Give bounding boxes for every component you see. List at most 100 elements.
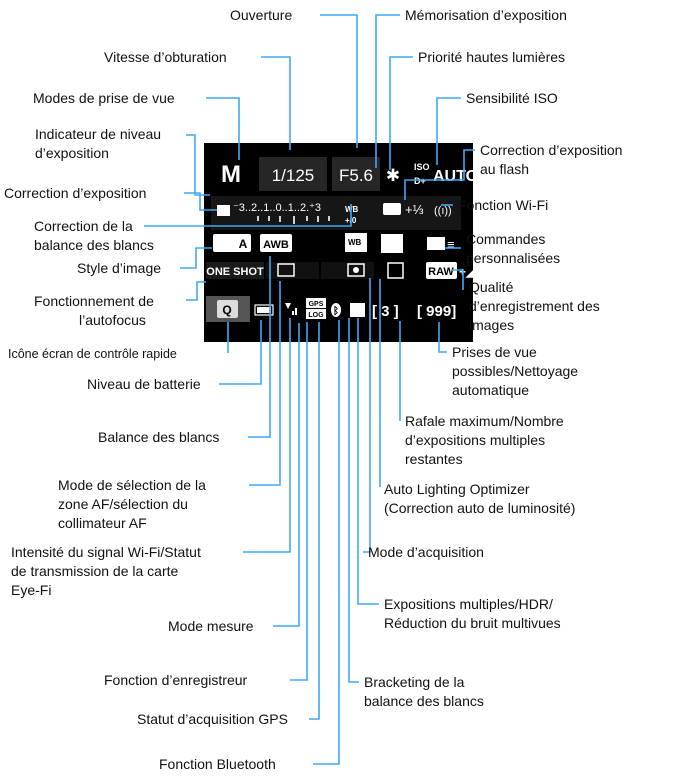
- battery-icon: [254, 304, 274, 316]
- label-fonct-af-1: Fonctionnement de: [34, 293, 154, 309]
- picture-style-value: A: [239, 237, 248, 251]
- metering-dot: [353, 267, 359, 273]
- label-prises-3: automatique: [452, 382, 529, 398]
- label-alo-2: (Correction auto de luminosité): [384, 500, 575, 516]
- line-mesure: [273, 323, 300, 627]
- label-balance: Balance des blancs: [98, 429, 219, 445]
- label-indicateur-2: d’exposition: [35, 145, 109, 161]
- iso-value: AUTO: [433, 168, 478, 185]
- label-acquisition: Mode d’acquisition: [368, 544, 484, 560]
- label-signal-2: de transmission de la carte: [11, 563, 179, 579]
- custom-controls-icon: ≡: [447, 237, 455, 252]
- label-qualite-1: Qualité: [469, 279, 514, 295]
- label-prises-1: Prises de vue: [452, 344, 537, 360]
- alo-icon: [381, 234, 403, 253]
- meter-row-bg: [211, 196, 461, 230]
- line-signal: [243, 318, 291, 553]
- label-ouverture: Ouverture: [230, 7, 292, 23]
- label-bluetooth: Fonction Bluetooth: [159, 756, 276, 772]
- line-priorite: [389, 56, 413, 170]
- line-qualite: [452, 269, 464, 290]
- line-bluetooth: [313, 320, 340, 765]
- label-corr-bb-1: Correction de la: [34, 218, 133, 234]
- line-batterie: [219, 320, 262, 385]
- label-zone-af-2: zone AF/sélection du: [58, 496, 188, 512]
- log-label: LOG: [308, 312, 324, 319]
- label-corr-expo: Correction d’exposition: [4, 185, 146, 201]
- camera-settings-icon: [427, 237, 445, 250]
- highlight-priority-icon: D+: [414, 176, 426, 186]
- wb-bracketing-icon: [345, 233, 367, 252]
- line-gps: [309, 322, 320, 720]
- label-memorisation: Mémorisation d’exposition: [405, 7, 567, 23]
- label-icone-q: Icône écran de contrôle rapide: [8, 347, 177, 361]
- label-zone-af-3: collimateur AF: [58, 515, 147, 531]
- wifi-icon: ((ı)): [434, 205, 452, 217]
- line-prises: [438, 322, 447, 353]
- raw-label: RAW: [428, 266, 454, 278]
- label-priorite: Priorité hautes lumières: [418, 49, 565, 65]
- label-corr-flash-1: Correction d’exposition: [480, 142, 622, 158]
- line-indicateur: [186, 134, 210, 196]
- line-balance: [248, 256, 271, 438]
- af-area-box: [266, 262, 319, 279]
- line-modes: [206, 97, 240, 160]
- label-corr-flash-2: au flash: [480, 161, 529, 177]
- label-rafale-1: Rafale maximum/Nombre: [405, 413, 564, 429]
- label-mesure: Mode mesure: [168, 618, 254, 634]
- line-vitesse: [261, 56, 291, 150]
- label-zone-af-1: Mode de sélection de la: [58, 477, 206, 493]
- picture-style-icon: [213, 234, 251, 252]
- gps-label: GPS: [309, 301, 324, 308]
- q-button-label: Q: [222, 303, 231, 317]
- line-iso: [436, 97, 461, 165]
- label-signal-3: Eye-Fi: [11, 582, 51, 598]
- line-acquisition: [363, 278, 371, 553]
- line-corr-flash: [404, 149, 475, 200]
- label-wifi: Fonction Wi-Fi: [458, 197, 548, 213]
- label-qualite-2: d’enregistrement des: [469, 298, 600, 314]
- af-operation-value: ONE SHOT: [206, 266, 264, 278]
- line-bracketing: [348, 318, 359, 683]
- af-area-icon: [277, 263, 295, 277]
- battery-fill: [257, 307, 271, 313]
- line-fonct-af: [186, 281, 206, 301]
- label-qualite-3: images: [469, 317, 514, 333]
- label-iso: Sensibilité ISO: [466, 90, 558, 106]
- camera-lcd-screen: M 1/125 F5.6 ✱ ISO D+ AUTO ⁻3..2..1..0..…: [204, 143, 483, 342]
- label-expo-mult-2: Réduction du bruit multivues: [384, 615, 561, 631]
- multi-exposure-icon: [350, 303, 365, 317]
- shots-remaining-value: [ 999]: [417, 303, 456, 320]
- bluetooth-icon: [331, 303, 341, 317]
- shutter-box: [259, 157, 327, 191]
- label-prises-2: possibles/Nettoyage: [452, 363, 578, 379]
- image-quality-value: +◢L: [459, 265, 483, 279]
- line-corr-bb: [144, 204, 352, 227]
- label-signal-1: Intensité du signal Wi-Fi/Statut: [11, 544, 201, 560]
- label-bracketing-1: Bracketing de la: [364, 674, 465, 690]
- flash-comp-icon: [383, 203, 401, 215]
- label-modes: Modes de prise de vue: [33, 90, 175, 106]
- exposure-comp-icon: [217, 205, 230, 216]
- line-enregistreur: [290, 322, 308, 681]
- gps-box: [306, 298, 326, 308]
- label-rafale-2: d’expositions multiples: [405, 432, 545, 448]
- label-gps: Statut d’acquisition GPS: [137, 711, 288, 727]
- aperture-box: [332, 157, 380, 191]
- q-button-icon: [217, 300, 238, 318]
- label-enregistreur: Fonction d’enregistreur: [104, 672, 248, 688]
- iso-tag: ISO: [414, 162, 430, 172]
- label-vitesse: Vitesse d’obturation: [104, 49, 227, 65]
- flash-comp-value: +⅓: [405, 202, 424, 217]
- label-commandes-2: personnalisées: [466, 250, 560, 266]
- wb-mode-box: [260, 234, 292, 252]
- exposure-meter-scale: ⁻3..2..1..0..1..2.⁺3: [233, 202, 321, 214]
- label-fonct-af-2: l’autofocus: [79, 312, 146, 328]
- line-memorisation: [375, 14, 400, 168]
- label-commandes-1: Commandes: [466, 231, 545, 247]
- line-expo-mult: [357, 318, 379, 605]
- label-bracketing-2: balance des blancs: [364, 693, 484, 709]
- line-corr-expo: [184, 192, 217, 211]
- callout-lines: [144, 14, 475, 765]
